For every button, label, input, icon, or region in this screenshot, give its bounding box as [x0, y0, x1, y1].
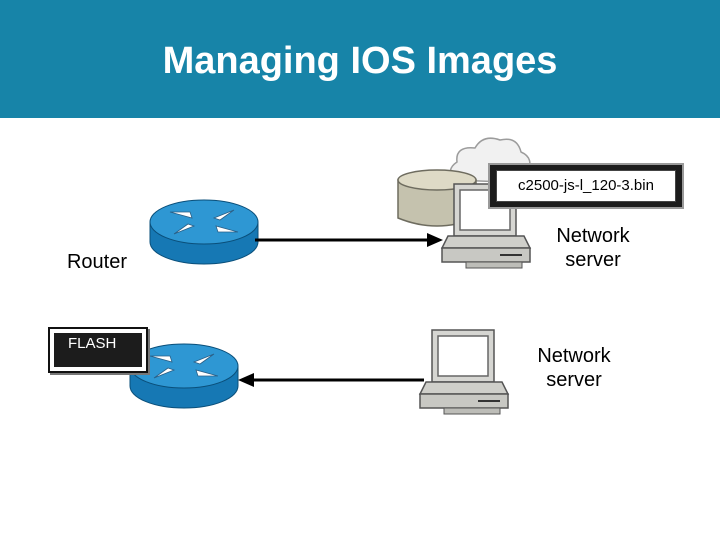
router-label: Router: [66, 251, 128, 273]
ios-image-file-box: c2500-js-l_120-3.bin: [488, 163, 684, 209]
ios-image-filename: c2500-js-l_120-3.bin: [496, 170, 676, 202]
upload-arrow: [238, 373, 424, 387]
flash-memory-box: FLASH: [48, 327, 148, 373]
title-banner: Managing IOS Images: [0, 0, 720, 118]
page-title: Managing IOS Images: [162, 40, 558, 82]
bottom-server-label: Network server: [537, 345, 611, 391]
network-server-icon-bottom: [418, 329, 510, 415]
flash-label: FLASH: [54, 333, 142, 367]
router-icon-bottom: [129, 343, 239, 409]
router-icon: [149, 199, 259, 265]
top-server-label: Network server: [556, 225, 630, 271]
download-arrow: [255, 233, 443, 247]
network-server-icon: [440, 183, 532, 269]
